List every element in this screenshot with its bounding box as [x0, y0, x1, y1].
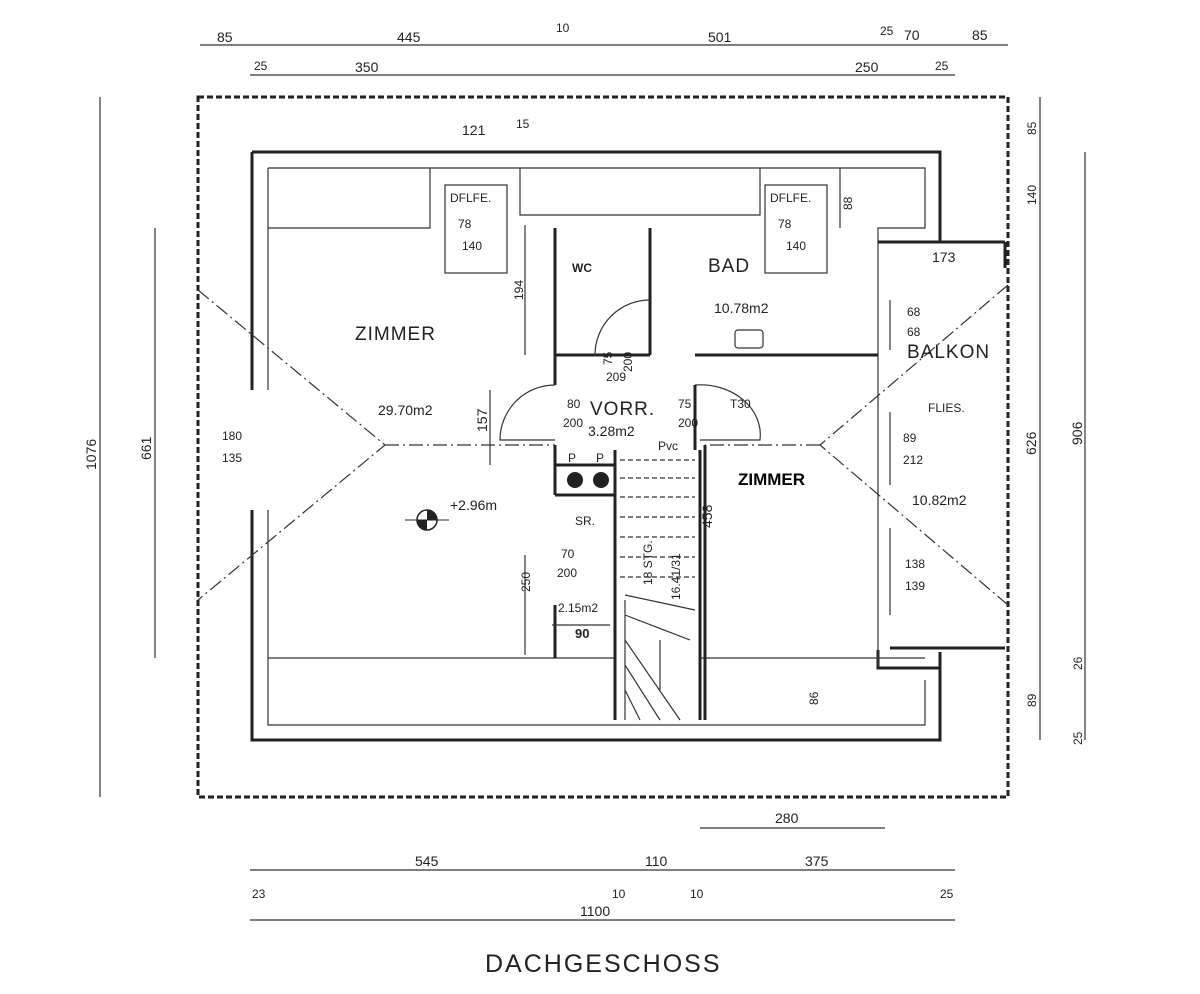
room-name: ZIMMER — [738, 470, 805, 489]
dimension: 250 — [855, 59, 879, 75]
window-width: 180 — [222, 429, 242, 443]
dimension: 10 — [690, 887, 704, 901]
skylight-width: 78 — [458, 217, 472, 231]
stair-floor: Pvc — [658, 439, 678, 453]
dimension: 545 — [415, 853, 439, 869]
skylight-label: DFLFE. — [450, 191, 491, 205]
outer-wall — [250, 150, 942, 742]
stair-steps: 18 STG. — [641, 540, 655, 585]
dimension: 375 — [805, 853, 829, 869]
dimension: 25 — [940, 887, 954, 901]
door-width: 80 — [567, 397, 581, 411]
dimension: 26 — [1071, 656, 1085, 670]
dimension: 661 — [138, 436, 154, 460]
dimension: 86 — [807, 691, 821, 705]
door-width: 75 — [678, 397, 692, 411]
door-width: 75 — [601, 351, 615, 365]
window-height: 139 — [905, 579, 925, 593]
room-name: BAD — [708, 256, 750, 277]
stair-rise: 16.41/31 — [669, 553, 683, 600]
dimension: 350 — [355, 59, 379, 75]
level-marker-icon — [405, 509, 449, 531]
room-area: 29.70m2 — [378, 402, 433, 418]
dimension: 626 — [1023, 431, 1039, 455]
dimension: 25 — [880, 24, 894, 38]
skylight-right — [764, 184, 828, 274]
dimension: 70 — [904, 27, 920, 43]
level-label: +2.96m — [450, 497, 497, 513]
skylight-label: DFLFE. — [770, 191, 811, 205]
dimension: 88 — [841, 196, 855, 210]
room-area: 10.82m2 — [912, 492, 967, 508]
dimension: 194 — [512, 280, 526, 300]
dimension: 445 — [397, 29, 421, 45]
inner-walls — [553, 228, 878, 720]
skylight-width: 78 — [778, 217, 792, 231]
room-name: VORR. — [590, 399, 655, 420]
room-name: BALKON — [907, 342, 990, 363]
dimension: 85 — [972, 27, 988, 43]
dimension-total: 1100 — [580, 903, 610, 919]
dimension: 173 — [932, 249, 956, 265]
dimension: 23 — [252, 887, 266, 901]
washbasin-icon — [734, 329, 764, 349]
dimension: 209 — [606, 370, 626, 384]
dimension: 501 — [708, 29, 732, 45]
dimension: 140 — [1025, 185, 1039, 205]
floor-material: FLIES. — [928, 401, 965, 415]
dimension: 157 — [474, 408, 490, 432]
door-fire-rating: T30 — [730, 397, 751, 411]
window-height: 212 — [903, 453, 923, 467]
window-width: 138 — [905, 557, 925, 571]
room-name: ZIMMER — [355, 324, 436, 345]
door-height: 200 — [563, 416, 583, 430]
dimension: 85 — [217, 29, 233, 45]
dimension: 85 — [1025, 121, 1039, 135]
dimension: 906 — [1069, 421, 1085, 445]
skylight-left — [444, 184, 508, 274]
dimension: 121 — [462, 122, 486, 138]
chimney-label: P — [568, 451, 576, 465]
door-width: 70 — [561, 547, 575, 561]
dimension: 110 — [645, 853, 668, 869]
door-height: 200 — [678, 416, 698, 430]
dimension: 89 — [1025, 693, 1039, 707]
dimension: 25 — [254, 59, 268, 73]
room-name: SR. — [575, 514, 595, 528]
skylight-height: 140 — [462, 239, 482, 253]
dimension: 68 — [907, 325, 921, 339]
dimension: 280 — [775, 810, 799, 826]
room-name: WC — [572, 261, 592, 275]
chimney-label: P — [596, 451, 604, 465]
dimension: 458 — [699, 504, 715, 528]
skylight-height: 140 — [786, 239, 806, 253]
chimney-icon — [567, 472, 583, 488]
window-height: 135 — [222, 451, 242, 465]
roof-outline — [196, 95, 1010, 799]
room-area: 3.28m2 — [588, 423, 635, 439]
door-height: 200 — [557, 566, 577, 580]
room-area: 2.15m2 — [558, 601, 598, 615]
dimension: 90 — [575, 626, 589, 641]
dimension: 250 — [519, 572, 533, 592]
dimension: 68 — [907, 305, 921, 319]
room-area: 10.78m2 — [714, 300, 769, 316]
chimney-icon — [593, 472, 609, 488]
drawing-title: DACHGESCHOSS — [485, 950, 722, 978]
balcony-outline — [878, 240, 1007, 650]
dimension: 10 — [556, 21, 570, 35]
dimension: 25 — [935, 59, 949, 73]
door-height: 200 — [621, 352, 635, 372]
dimension: 1076 — [83, 439, 99, 470]
dimension: 10 — [612, 887, 626, 901]
window-width: 89 — [903, 431, 917, 445]
dimension: 15 — [516, 117, 530, 131]
dimension: 25 — [1071, 731, 1085, 745]
staircase — [620, 459, 696, 721]
door-swing — [499, 384, 556, 441]
